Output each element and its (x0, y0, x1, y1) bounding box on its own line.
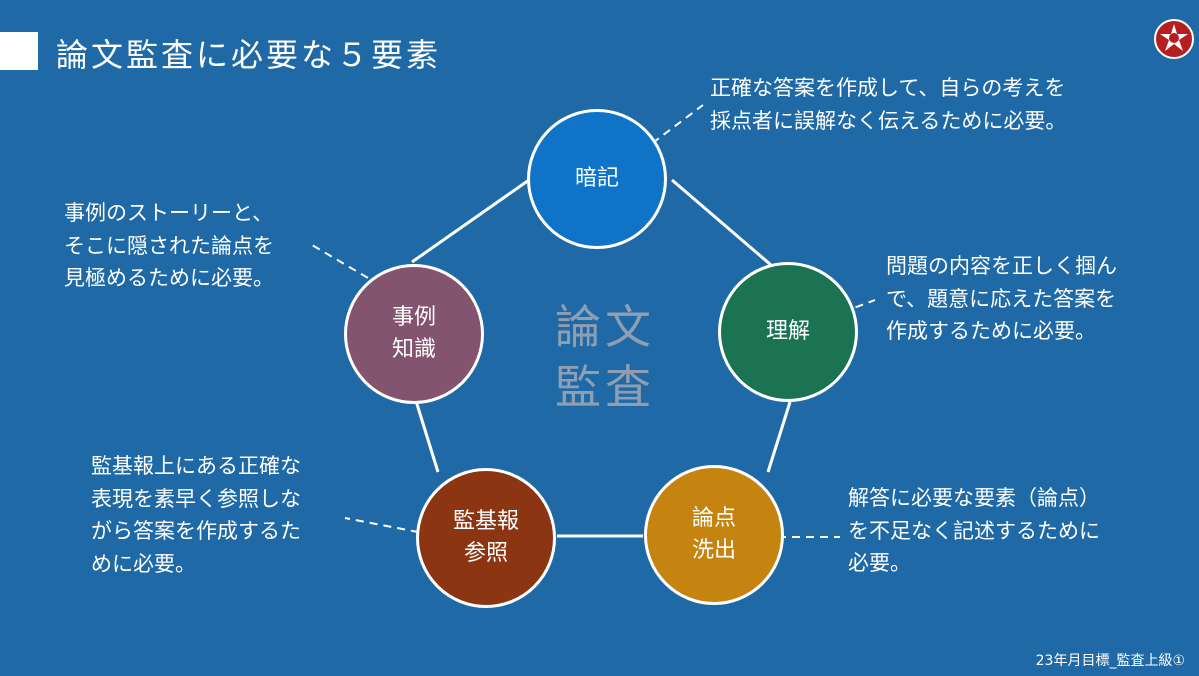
node-anki-label: 暗記 (575, 163, 619, 195)
desc-rikai-line: で、題意に応えた答案を (886, 286, 1117, 311)
desc-kansa-line: 表現を素早く参照しな (91, 486, 301, 511)
desc-ronten-line: 解答に必要な要素（論点） (848, 486, 1100, 510)
node-kansa: 監基報参照 (416, 468, 556, 608)
center-line1: 論文 (555, 300, 655, 354)
center-label: 論文 監査 (540, 298, 670, 418)
desc-jirei: 事例のストーリーと、そこに隠された論点を見極めるために必要。 (64, 197, 274, 295)
node-jirei: 事例知識 (344, 264, 484, 404)
node-ronten-label: 論点洗出 (692, 503, 736, 567)
desc-kansa: 監基報上にある正確な表現を素早く参照しながら答案を作成するために必要。 (91, 450, 301, 580)
desc-jirei-line: 事例のストーリーと、 (64, 201, 274, 225)
node-jirei-label-line: 知識 (391, 337, 436, 362)
node-ronten: 論点洗出 (644, 465, 784, 605)
desc-rikai: 問題の内容を正しく掴んで、題意に応えた答案を作成するために必要。 (886, 250, 1117, 348)
node-rikai: 理解 (718, 262, 858, 402)
desc-ronten-line: 必要。 (848, 551, 911, 576)
node-kansa-label-line: 監基報 (452, 509, 519, 535)
desc-ronten-line: を不足なく記述するために (848, 518, 1100, 543)
edge-anki-jirei (411, 178, 530, 264)
edge-jirei-kansa (414, 400, 440, 473)
desc-kansa-line: めに必要。 (91, 551, 196, 576)
desc-ronten: 解答に必要な要素（論点） を不足なく記述するために必要。 (848, 482, 1100, 580)
center-line2: 監査 (555, 359, 655, 414)
title-accent-bar (0, 32, 38, 70)
edge-anki-rikai (671, 178, 772, 267)
node-jirei-label: 事例知識 (392, 302, 436, 366)
footer-caption: 23年月目標_監査上級① (1035, 653, 1185, 669)
desc-anki-line: 正確な答案を作成して、自らの考えを (710, 76, 1066, 100)
node-jirei-label-line: 事例 (391, 305, 436, 331)
desc-anki: 正確な答案を作成して、自らの考えを採点者に誤解なく伝えるために必要。 (710, 72, 1066, 137)
node-ronten-label-line: 洗出 (691, 538, 736, 563)
node-kansa-label-line: 参照 (463, 541, 508, 566)
desc-anki-line: 採点者に誤解なく伝えるために必要。 (710, 108, 1067, 133)
desc-kansa-line: 監基報上にある正確な (91, 454, 301, 478)
desc-jirei-line: そこに隠された論点を (64, 233, 274, 258)
desc-jirei-line: 見極めるために必要。 (64, 266, 274, 291)
desc-rikai-line: 作成するために必要。 (886, 319, 1096, 344)
desc-kansa-line: がら答案を作成するた (91, 519, 301, 544)
page-title: 論文監査に必要な５要素 (56, 36, 442, 74)
desc-rikai-line: 問題の内容を正しく掴ん (886, 254, 1117, 278)
node-anki: 暗記 (527, 109, 667, 249)
node-anki-label-line: 暗記 (574, 166, 619, 192)
node-kansa-label: 監基報参照 (453, 506, 519, 570)
node-rikai-label-line: 理解 (765, 319, 810, 345)
node-ronten-label-line: 論点 (691, 506, 736, 532)
logo-emblem-icon (1154, 19, 1194, 59)
node-rikai-label: 理解 (766, 316, 810, 348)
edge-rikai-ronten (766, 401, 792, 473)
